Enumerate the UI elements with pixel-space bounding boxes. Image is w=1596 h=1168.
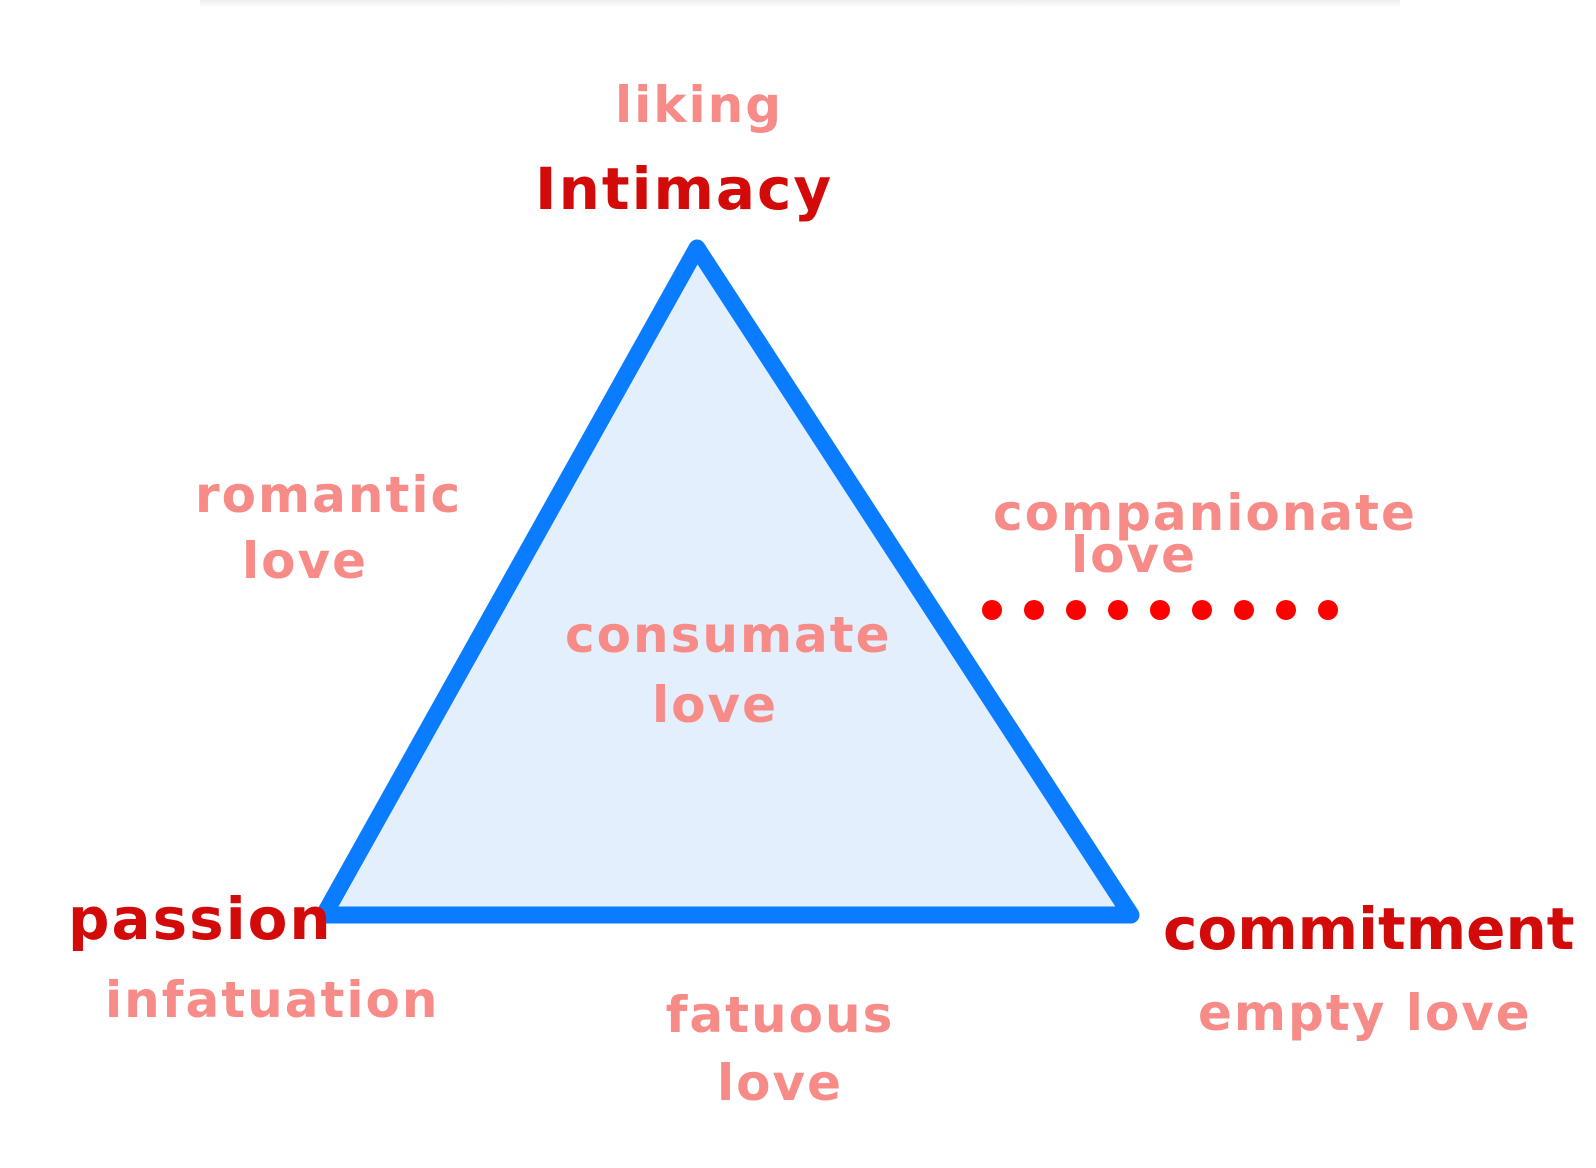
dot [1150,600,1170,620]
dot [1108,600,1128,620]
love-text: love [242,532,368,590]
empty-love-label: empty love [1198,984,1532,1042]
dot [982,600,1002,620]
consumate-text: consumate [565,606,892,664]
commitment-label: commitment [1163,895,1575,963]
intimacy-label: Intimacy [535,155,834,223]
triangle-shape [315,239,1140,924]
dot [1318,600,1338,620]
dot [1024,600,1044,620]
dot [1276,600,1296,620]
infatuation-label: infatuation [105,971,440,1029]
romantic-love-label: romantic love [195,466,463,590]
love-text: love [717,1054,843,1112]
love-text: love [652,676,778,734]
dotted-line [982,600,1338,620]
companionate-love-label: companionate love [993,488,1417,580]
dot [1066,600,1086,620]
companionate-text: companionate [993,484,1417,542]
consumate-love-label: consumate love [565,606,892,734]
dot [1192,600,1212,620]
liking-label: liking [615,76,784,134]
romantic-text: romantic [195,466,463,524]
top-shadow [200,0,1400,8]
love-text: love [1071,526,1197,584]
dot [1234,600,1254,620]
fatuous-text: fatuous [665,986,895,1044]
passion-label: passion [68,885,333,953]
fatuous-love-label: fatuous love [660,990,900,1108]
